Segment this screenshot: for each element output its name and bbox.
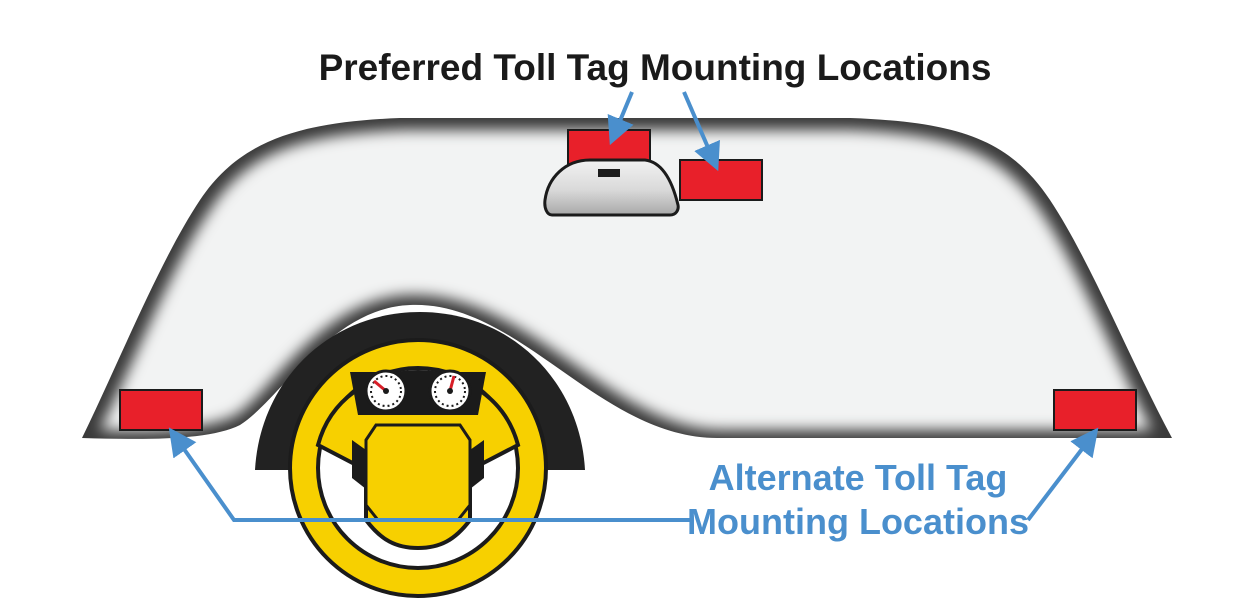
toll-tag-preferred-right [679,159,763,201]
rear-view-mirror-icon [543,158,680,217]
steering-wheel-icon [288,338,548,598]
toll-tag-alternate-right [1053,389,1137,431]
arrow-to-right-tag [682,91,720,172]
windshield [82,118,1172,439]
preferred-locations-heading: Preferred Toll Tag Mounting Locations [319,47,992,88]
speedometer-gauge-icon [364,369,408,413]
arrow-to-mirror-tag [607,91,634,146]
alternate-locations-line2: Mounting Locations [687,501,1029,542]
arrow-to-right-alternate-tag [1026,427,1099,522]
alternate-locations-line1: Alternate Toll Tag [709,457,1008,498]
toll-tag-alternate-left [119,389,203,431]
tachometer-gauge-icon [428,369,472,413]
arrow-to-left-alternate-tag [168,427,690,522]
